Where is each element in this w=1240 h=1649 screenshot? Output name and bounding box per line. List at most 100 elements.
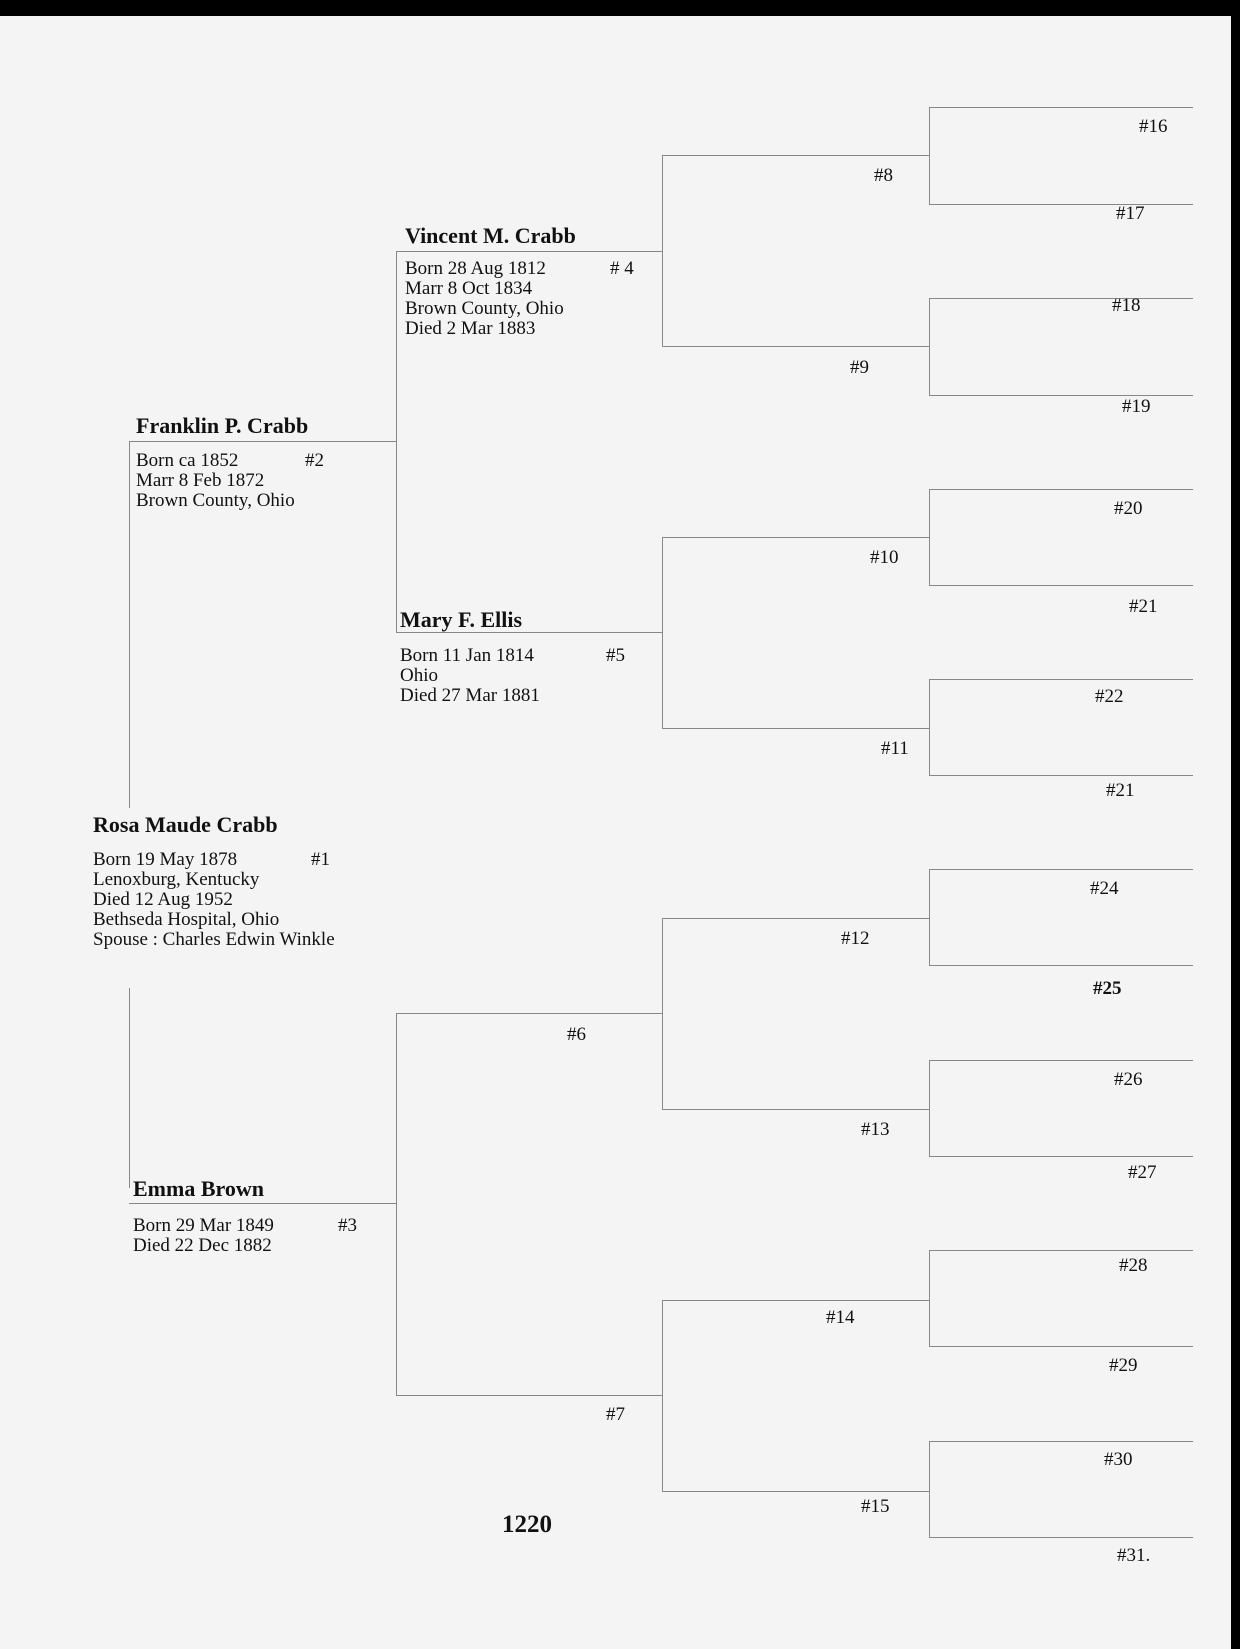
detail-line: Died 2 Mar 1883 [405, 318, 536, 339]
connector-line [662, 1491, 929, 1492]
person-name: Emma Brown [133, 1176, 264, 1201]
connector-line [929, 1250, 1193, 1251]
connector-line [929, 1156, 1193, 1157]
slot-number: #21 [1106, 780, 1135, 801]
person-number: #3 [338, 1215, 357, 1236]
connector-line [662, 537, 929, 538]
connector-line [662, 1300, 663, 1491]
person-details: Born 28 Aug 1812 Marr 8 Oct 1834 Brown C… [405, 259, 564, 339]
connector-line [929, 489, 930, 585]
detail-line: Marr 8 Oct 1834 [405, 278, 533, 299]
connector-line [929, 204, 1193, 205]
connector-line [662, 918, 929, 919]
detail-line: Born 19 May 1878 [93, 849, 238, 870]
detail-line: Ohio [400, 665, 438, 686]
connector-line [929, 679, 1193, 680]
detail-line: Brown County, Ohio [136, 490, 295, 511]
connector-line [929, 1060, 930, 1156]
page-number: 1220 [502, 1511, 552, 1538]
slot-number: #28 [1119, 1255, 1148, 1276]
connector-line [662, 728, 929, 729]
slot-number: #26 [1114, 1069, 1143, 1090]
person-number: #5 [606, 645, 625, 666]
slot-number: #22 [1095, 686, 1124, 707]
connector-line [396, 1395, 662, 1396]
connector-line [929, 679, 930, 775]
connector-line [662, 537, 663, 728]
person-details: Born 11 Jan 1814 Ohio Died 27 Mar 1881 [400, 646, 540, 706]
detail-line: Born 28 Aug 1812 [405, 258, 546, 279]
connector-line [662, 346, 929, 347]
connector-line [929, 395, 1193, 396]
slot-number: #14 [826, 1307, 855, 1328]
detail-line: Brown County, Ohio [405, 298, 564, 319]
connector-line [396, 1013, 397, 1396]
connector-line [929, 1441, 1193, 1442]
connector-line [929, 107, 1193, 108]
slot-number: #30 [1104, 1449, 1133, 1470]
connector-line [929, 298, 930, 395]
person-number: # 4 [610, 258, 634, 279]
slot-number: #8 [874, 165, 893, 186]
person-name: Franklin P. Crabb [136, 413, 309, 438]
connector-line [929, 1346, 1193, 1347]
slot-number: #6 [567, 1024, 586, 1045]
detail-line: Born ca 1852 [136, 450, 239, 471]
slot-number: #7 [606, 1404, 625, 1425]
connector-line [929, 1441, 930, 1537]
slot-number: #29 [1109, 1355, 1138, 1376]
connector-line [929, 869, 930, 965]
connector-line [662, 155, 929, 156]
slot-number: #15 [861, 1496, 890, 1517]
slot-number: #24 [1090, 878, 1119, 899]
detail-line: Born 11 Jan 1814 [400, 645, 534, 666]
connector-line [396, 632, 662, 633]
slot-number: #19 [1122, 396, 1151, 417]
person-number: #2 [305, 450, 324, 471]
slot-number: #17 [1116, 203, 1145, 224]
detail-line: Died 22 Dec 1882 [133, 1235, 272, 1256]
connector-line [929, 585, 1193, 586]
person-name: Vincent M. Crabb [405, 223, 576, 248]
slot-number: #25 [1093, 978, 1122, 999]
connector-line [396, 251, 662, 252]
slot-number: #31. [1117, 1545, 1151, 1566]
person-details: Born 29 Mar 1849 Died 22 Dec 1882 [133, 1216, 274, 1256]
detail-line: Spouse : Charles Edwin Winkle [93, 929, 335, 950]
connector-line [662, 155, 663, 346]
scan-right-border [1231, 0, 1240, 1649]
slot-number: #10 [870, 547, 899, 568]
detail-line: Marr 8 Feb 1872 [136, 470, 265, 491]
slot-number: #11 [881, 738, 909, 759]
connector-line [929, 107, 930, 204]
slot-number: #18 [1112, 295, 1141, 316]
connector-line [396, 251, 397, 632]
person-details: Born 19 May 1878 Lenoxburg, Kentucky Die… [93, 850, 335, 950]
detail-line: Bethseda Hospital, Ohio [93, 909, 280, 930]
connector-line [929, 1537, 1193, 1538]
connector-line [396, 1013, 662, 1014]
connector-line [929, 1060, 1193, 1061]
connector-line [929, 298, 1193, 299]
slot-number: #20 [1114, 498, 1143, 519]
detail-line: Lenoxburg, Kentucky [93, 869, 260, 890]
slot-number: #9 [850, 357, 869, 378]
connector-line [662, 918, 663, 1109]
slot-number: #21 [1129, 596, 1158, 617]
connector-line [929, 1250, 930, 1346]
person-number: #1 [311, 849, 330, 870]
connector-line [129, 1203, 396, 1204]
connector-line [662, 1109, 929, 1110]
person-name: Mary F. Ellis [400, 607, 523, 632]
person-details: Born ca 1852 Marr 8 Feb 1872 Brown Count… [136, 451, 295, 511]
slot-number: #27 [1128, 1162, 1157, 1183]
slot-number: #12 [841, 928, 870, 949]
connector-line [129, 441, 396, 442]
connector-line [129, 988, 130, 1188]
detail-line: Died 27 Mar 1881 [400, 685, 540, 706]
slot-number: #16 [1139, 116, 1168, 137]
connector-line [929, 489, 1193, 490]
detail-line: Died 12 Aug 1952 [93, 889, 233, 910]
connector-line [929, 775, 1193, 776]
connector-line [662, 1300, 929, 1301]
